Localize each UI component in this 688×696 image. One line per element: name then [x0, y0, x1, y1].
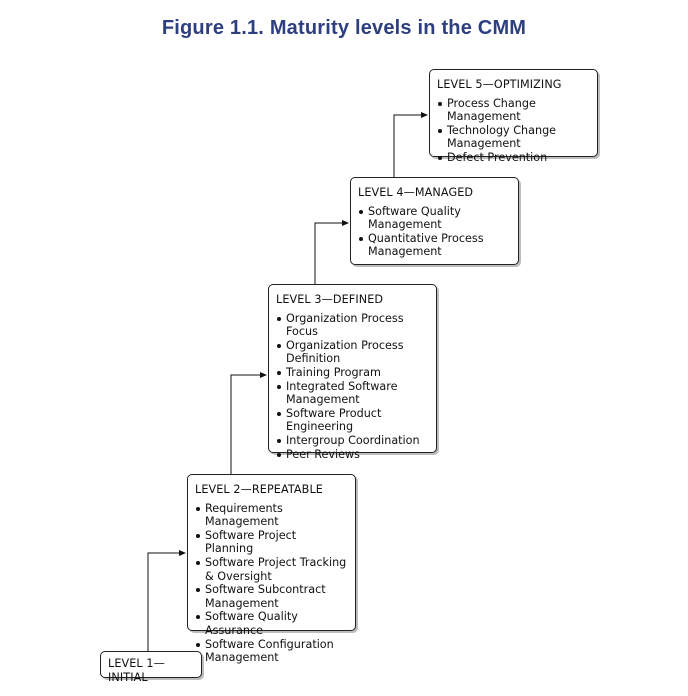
arrow-level4-to-level5: [393, 112, 428, 177]
level-5-title: LEVEL 5—OPTIMIZING: [437, 78, 562, 91]
level-5-box: LEVEL 5—OPTIMIZING Process Change Manage…: [429, 69, 598, 164]
level-3-kpa-list: Organization Process Focus Organization …: [276, 312, 428, 462]
kpa-item: Requirements Management: [195, 502, 347, 529]
kpa-item: Organization Process Definition: [276, 339, 428, 366]
kpa-item: Process Change Management: [437, 97, 589, 124]
kpa-item: Training Program: [276, 366, 428, 380]
kpa-item: Software Subcontract Management: [195, 583, 347, 610]
level-2-kpa-list: Requirements Management Software Project…: [195, 502, 347, 665]
kpa-item: Software Project Planning: [195, 529, 347, 556]
kpa-item: Technology Change Management: [437, 124, 589, 151]
arrow-level1-to-level2: [147, 550, 186, 651]
kpa-item: Software Project Tracking & Oversight: [195, 556, 347, 583]
kpa-item: Integrated Software Management: [276, 380, 428, 407]
level-1-title: LEVEL 1—INITIAL: [108, 657, 165, 684]
kpa-item: Software Quality Management: [358, 205, 510, 232]
level-4-box: LEVEL 4—MANAGED Software Quality Managem…: [350, 177, 519, 265]
kpa-item: Software Product Engineering: [276, 407, 428, 434]
kpa-item: Intergroup Coordination: [276, 434, 428, 448]
arrow-level3-to-level4: [314, 220, 349, 284]
arrow-level2-to-level3: [230, 372, 267, 474]
level-4-kpa-list: Software Quality Management Quantitative…: [358, 205, 510, 259]
level-2-title: LEVEL 2—REPEATABLE: [195, 483, 323, 496]
level-3-title: LEVEL 3—DEFINED: [276, 293, 384, 306]
kpa-item: Software Quality Assurance: [195, 610, 347, 637]
kpa-item: Organization Process Focus: [276, 312, 428, 339]
kpa-item: Software Configuration Management: [195, 638, 347, 665]
level-5-kpa-list: Process Change Management Technology Cha…: [437, 97, 589, 165]
level-4-title: LEVEL 4—MANAGED: [358, 186, 474, 199]
figure-title: Figure 1.1. Maturity levels in the CMM: [161, 17, 527, 39]
kpa-item: Peer Reviews: [276, 448, 428, 462]
level-2-box: LEVEL 2—REPEATABLE Requirements Manageme…: [187, 474, 356, 664]
kpa-item: Quantitative Process Management: [358, 232, 510, 259]
kpa-item: Defect Prevention: [437, 151, 589, 165]
level-3-box: LEVEL 3—DEFINED Organization Process Foc…: [268, 284, 437, 461]
level-1-box: LEVEL 1—INITIAL: [100, 651, 202, 684]
